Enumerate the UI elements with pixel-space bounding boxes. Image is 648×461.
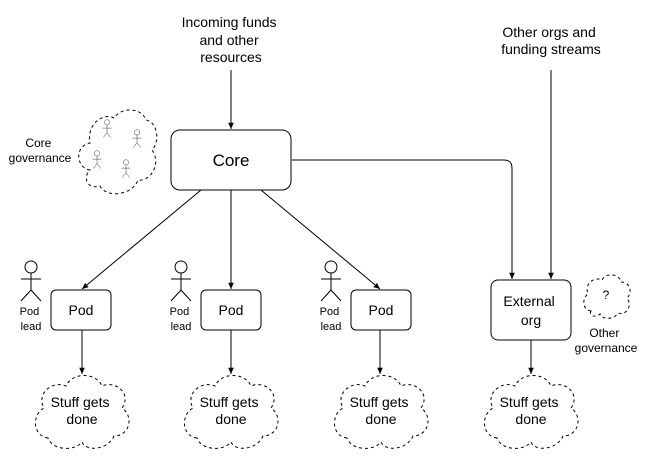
pod-label: Pod <box>369 302 394 318</box>
pod-lead-label: Pod lead <box>20 306 43 333</box>
outcome-cloud-3: Stuff gets done <box>334 375 429 449</box>
pod-label: Pod <box>219 302 244 318</box>
person-icon <box>121 159 131 178</box>
core-to-pod-3-edge <box>260 189 381 290</box>
incoming-funds-label: Incoming funds and other resources <box>182 14 281 65</box>
core-node: Core <box>170 129 292 191</box>
other-governance-cloud: ? <box>583 274 631 319</box>
outcome-label: Stuff gets done <box>350 394 413 427</box>
pod-node-2: Pod <box>200 289 262 331</box>
outcome-label: Stuff gets done <box>51 394 114 427</box>
core-governance-label: Core governance <box>9 136 72 165</box>
pod-label: Pod <box>69 302 94 318</box>
pod-lead-label: Pod lead <box>170 306 193 333</box>
person-icon <box>92 150 102 169</box>
pod-lead-label: Pod lead <box>320 306 343 333</box>
external-org-node: External org <box>490 279 572 341</box>
pod-node-3: Pod <box>350 289 412 331</box>
other-governance-label: Other governance <box>575 326 638 355</box>
core-governance-cloud <box>78 109 158 195</box>
outcome-cloud-4: Stuff gets done <box>484 375 579 449</box>
person-icon <box>132 129 142 148</box>
core-to-pod-1-edge <box>81 189 202 290</box>
pod-lead-1: Pod lead <box>20 260 43 333</box>
outcome-cloud-1: Stuff gets done <box>35 375 130 449</box>
person-icon <box>170 260 192 302</box>
other-orgs-label: Other orgs and funding streams <box>501 24 601 57</box>
core-label: Core <box>213 151 250 170</box>
unknown-governance-mark: ? <box>603 288 610 302</box>
pod-lead-2: Pod lead <box>170 260 193 333</box>
pod-node-1: Pod <box>50 289 112 331</box>
person-icon <box>320 260 342 302</box>
pod-lead-3: Pod lead <box>320 260 343 333</box>
external-org-label: External org <box>503 293 558 328</box>
outcome-cloud-2: Stuff gets done <box>184 375 279 449</box>
person-icon <box>20 260 42 302</box>
outcome-label: Stuff gets done <box>500 394 563 427</box>
core-to-external-edge <box>292 159 515 279</box>
outcome-label: Stuff gets done <box>200 394 263 427</box>
governance-people-icon <box>92 119 142 178</box>
person-icon <box>102 119 112 138</box>
